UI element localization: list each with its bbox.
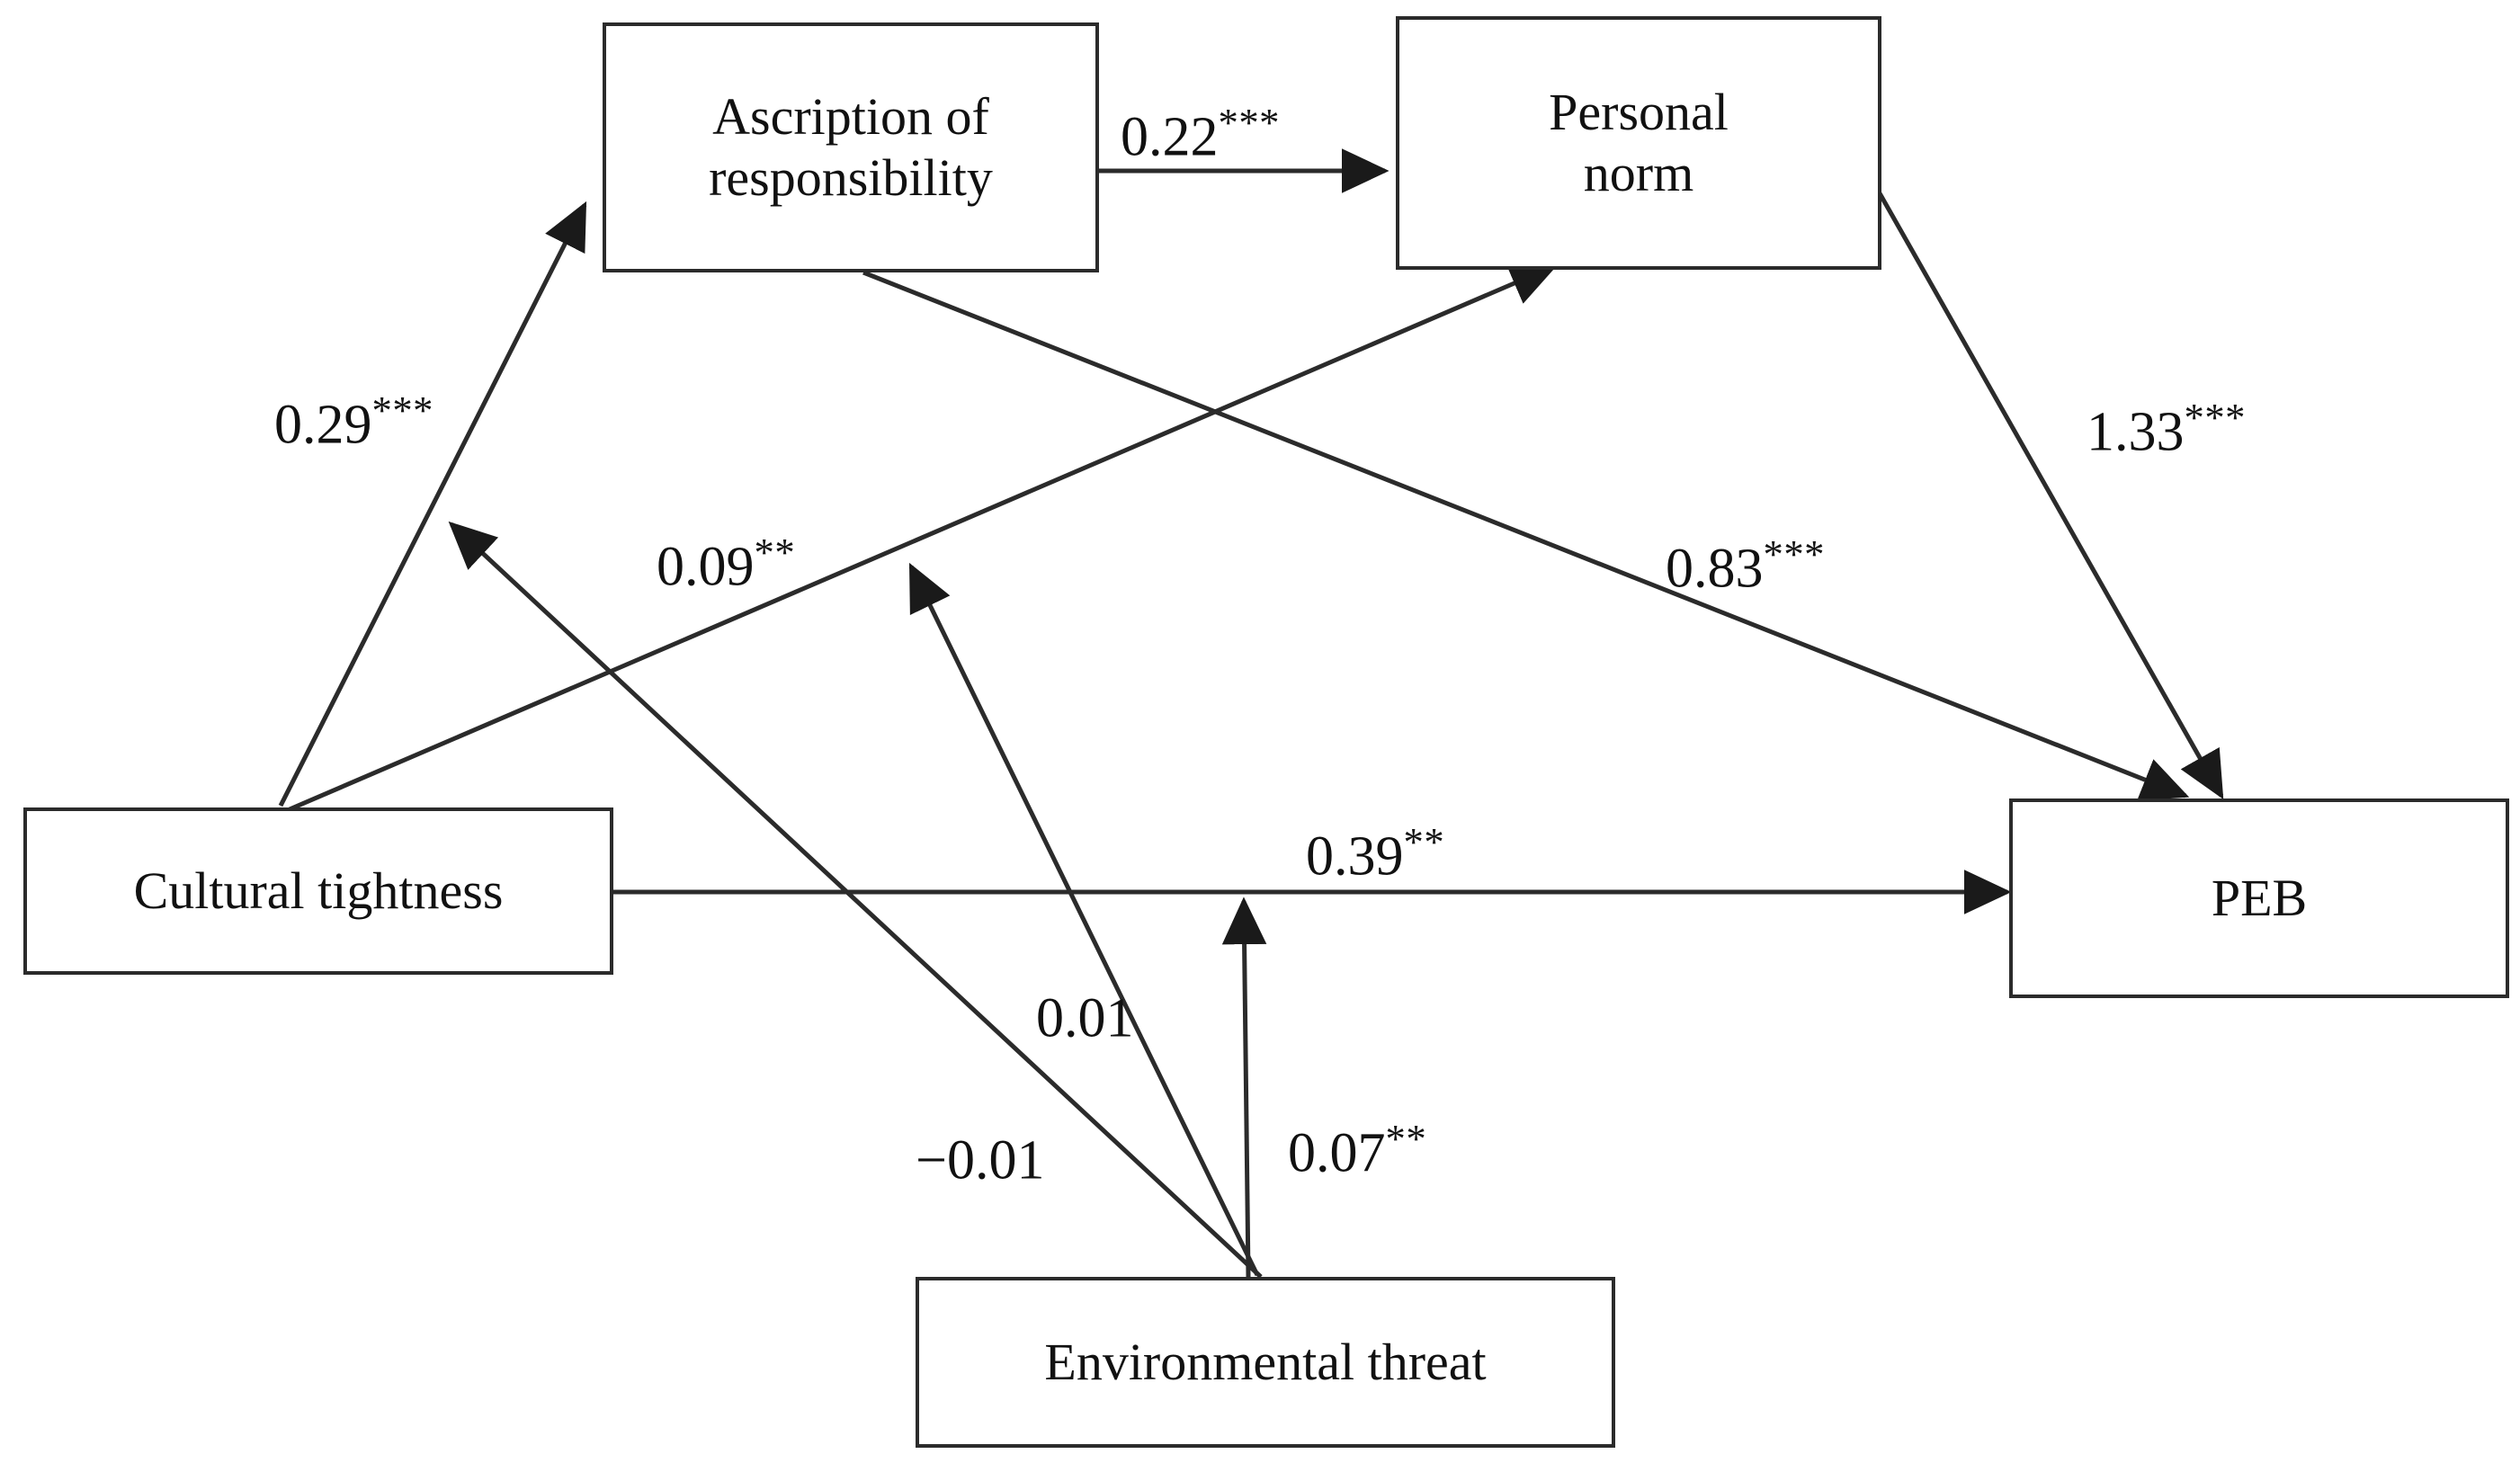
edge-label-ascription-to-peb: 0.83***: [1666, 531, 1825, 600]
node-cultural-tightness[interactable]: Cultural tightness: [23, 807, 613, 975]
node-label-environmental-threat: Environmental threat: [1044, 1332, 1487, 1391]
edge-label-environmental-threat-to-personal-norm: 0.01: [1036, 987, 1134, 1049]
edge-personal-norm-to-peb: [1877, 192, 2224, 799]
edge-label-cultural-tightness-to-ascription: 0.29***: [274, 388, 433, 456]
edge-label-environmental-threat-to-peb: 0.07**: [1288, 1116, 1427, 1184]
node-label-peb: PEB: [2211, 868, 2308, 927]
edge-label-personal-norm-to-peb: 1.33***: [2087, 395, 2246, 463]
edge-ascription-to-peb: [862, 270, 2190, 801]
node-label-cultural-tightness: Cultural tightness: [133, 861, 504, 920]
node-environmental-threat[interactable]: Environmental threat: [916, 1277, 1615, 1448]
edge-environmental-threat-to-peb: [1221, 897, 1267, 1278]
edge-label-environmental-threat-to-ascription: −0.01: [916, 1129, 1045, 1191]
edge-label-cultural-tightness-to-personal-norm: 0.09**: [657, 530, 796, 598]
edge-label-cultural-tightness-to-peb: 0.39**: [1306, 819, 1445, 888]
edge-environmental-threat-to-ascription: [448, 521, 1263, 1279]
node-peb[interactable]: PEB: [2009, 798, 2509, 998]
edge-cultural-tightness-to-personal-norm: [289, 263, 1559, 812]
edge-label-ascription-to-personal-norm: 0.22***: [1121, 100, 1280, 168]
edge-environmental-threat-to-personal-norm: [908, 562, 1260, 1277]
edge-cultural-tightness-to-ascription: [278, 201, 587, 807]
